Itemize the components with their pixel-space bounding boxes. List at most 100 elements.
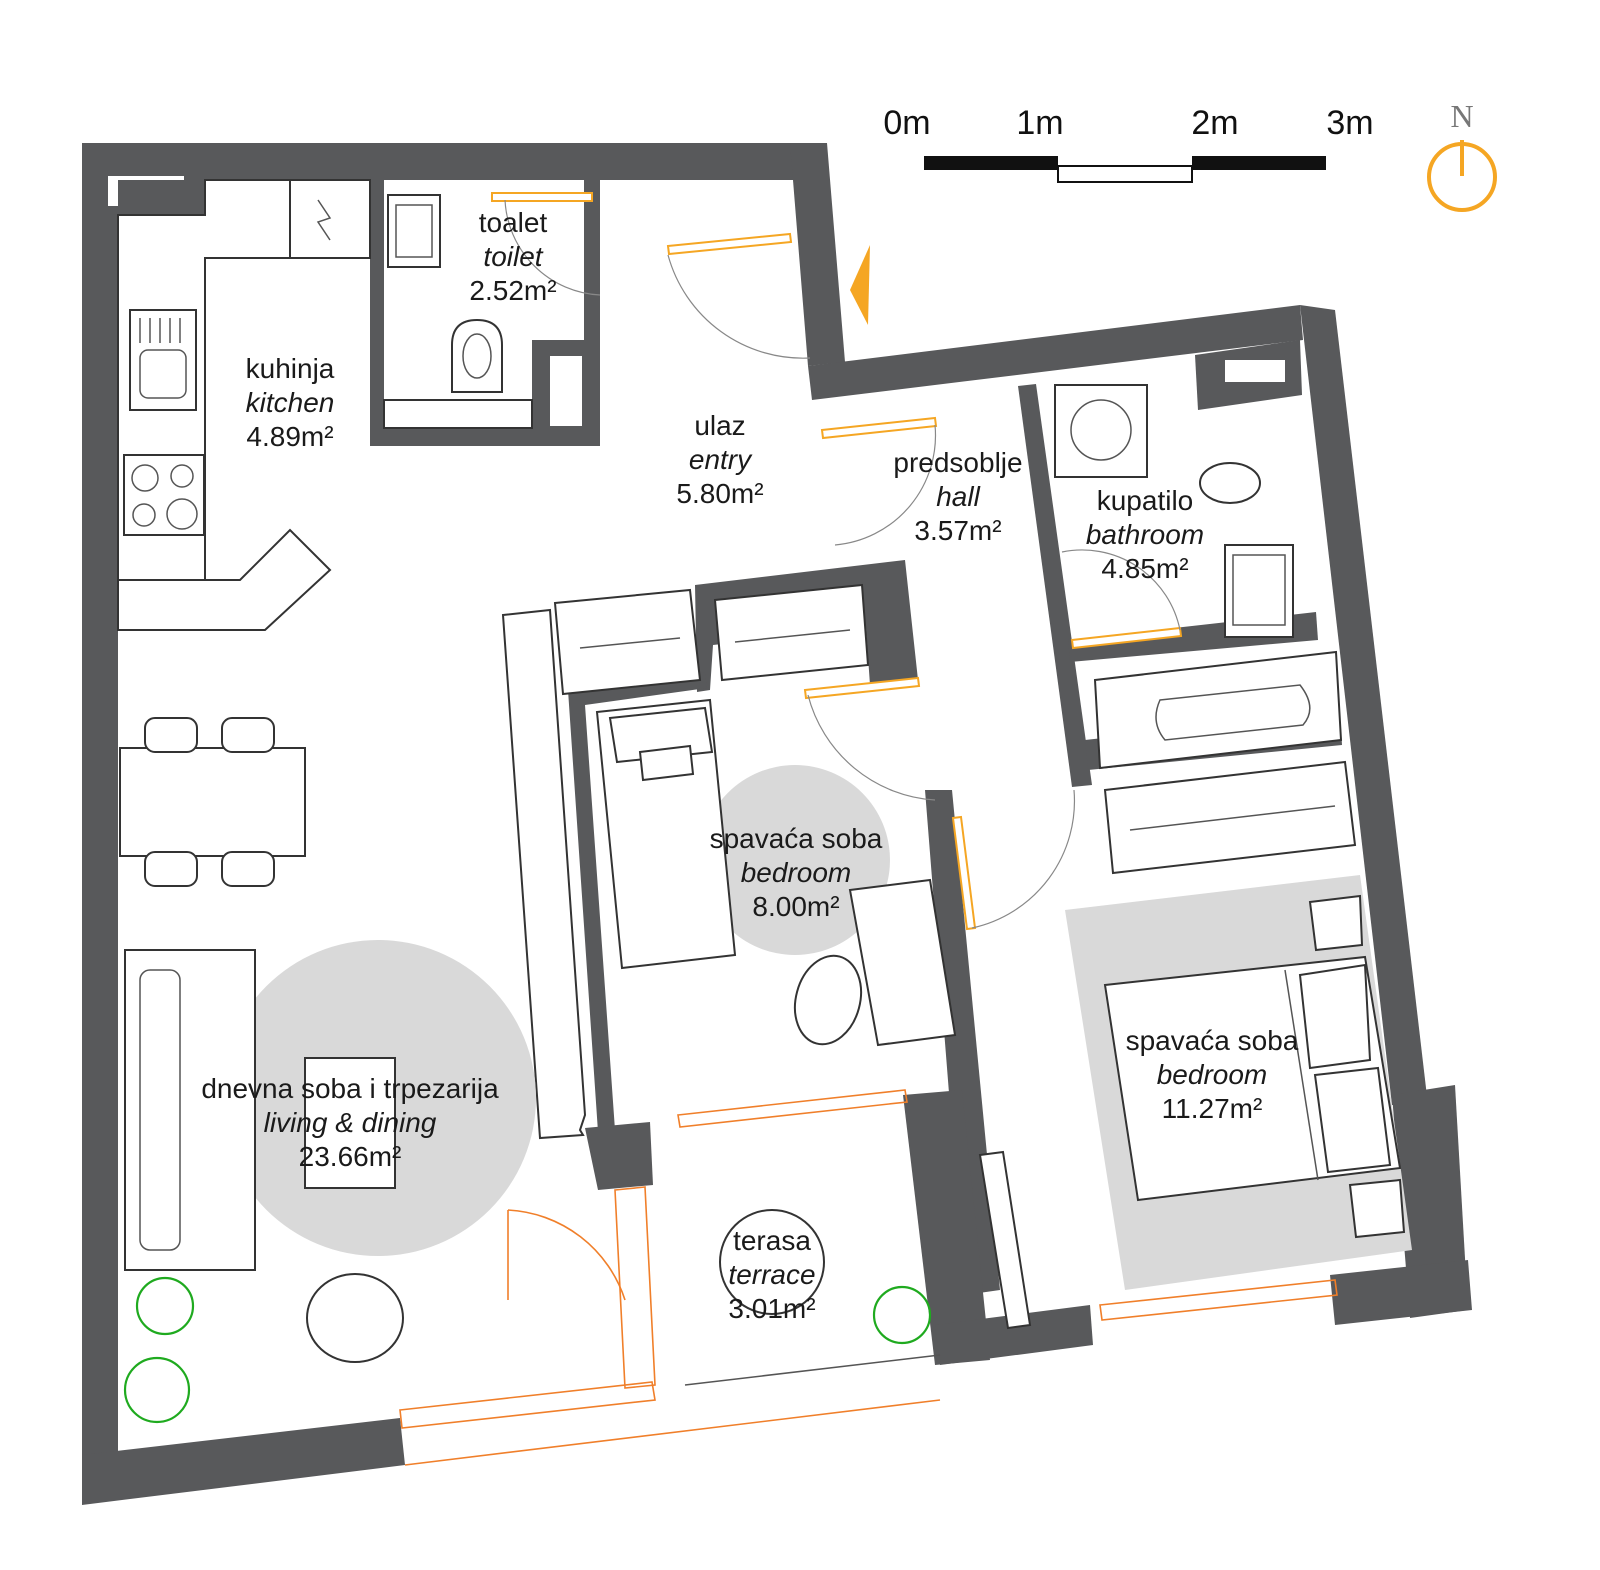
scale-segment: [1057, 165, 1193, 183]
wardrobe-hall-1: [553, 588, 702, 696]
room-area: 8.00m²: [752, 891, 839, 922]
toilet-fixtures: [383, 194, 533, 429]
room-area: 4.89m²: [246, 421, 333, 452]
wall-entry-east: [790, 143, 845, 366]
bed-single: [595, 698, 737, 970]
rug-small: [700, 765, 890, 955]
room-label-entry: ulaz entry 5.80m²: [676, 410, 763, 509]
room-area: 5.80m²: [676, 478, 763, 509]
doors: [491, 192, 1183, 931]
toilet-basin-bowl: [395, 204, 433, 258]
plant-icon: [135, 1276, 195, 1336]
room-name-en: terrace: [728, 1259, 815, 1290]
pillow: [1313, 1066, 1392, 1174]
room-name-en: entry: [689, 444, 753, 475]
scale-label: 2m: [1191, 104, 1238, 142]
bathtub: [1093, 650, 1343, 770]
scale-segment: [1192, 156, 1326, 170]
door-swing-bathroom: [1061, 549, 1181, 631]
wall-mid-north: [808, 305, 1303, 400]
pillow: [1298, 963, 1372, 1070]
wall-south-east: [1330, 1260, 1472, 1325]
room-name-en: hall: [936, 481, 980, 512]
dining-chair: [144, 851, 198, 887]
door-entry: [666, 232, 793, 256]
chair-desk: [793, 954, 863, 1046]
wardrobe-bedroom-east: [978, 1150, 1032, 1330]
room-area: 4.85m²: [1101, 553, 1188, 584]
room-area: 3.57m²: [914, 515, 1001, 546]
washing-machine: [1054, 384, 1148, 478]
dining-chair: [221, 717, 275, 753]
wall-kitchen-corner: [118, 180, 205, 220]
terrace-edge-inner: [684, 1354, 941, 1386]
door-toilet: [491, 192, 593, 202]
wall-north: [82, 143, 827, 180]
room-name-local: terasa: [733, 1225, 811, 1256]
bed-headboard-line: [1284, 969, 1319, 1181]
window-bedroom-small: [677, 1089, 908, 1128]
bathroom-sink: [1224, 544, 1294, 638]
door-swing-bedroom-large: [971, 789, 1076, 929]
room-name-local: kupatilo: [1097, 485, 1194, 516]
plant-icon: [872, 1285, 932, 1345]
window-living: [399, 1381, 656, 1429]
drainer-icon: [139, 318, 181, 343]
door-swing-toilet: [504, 199, 601, 296]
door-bedroom-small: [803, 676, 921, 700]
wall-bedroom-west: [568, 672, 707, 1132]
bidet-icon: [1199, 462, 1261, 504]
lightning-icon: [316, 199, 332, 241]
bar-counter: [117, 528, 332, 631]
coffee-table: [304, 1057, 396, 1189]
wall-terrace-west: [585, 1122, 653, 1190]
dining-chair: [221, 851, 275, 887]
room-name-en: living & dining: [264, 1107, 437, 1138]
room-area: 3.01m²: [728, 1293, 815, 1324]
room-label-kitchen: kuhinja kitchen 4.89m²: [246, 353, 335, 452]
desk: [848, 878, 957, 1047]
wardrobe-rail: [734, 629, 851, 643]
room-label-living: dnevna soba i trpezarija living & dining…: [201, 1073, 499, 1172]
door-swing-hall: [834, 424, 937, 546]
room-label-bedroom-small: spavaća soba bedroom 8.00m²: [710, 823, 883, 922]
terrace: [399, 1089, 1338, 1466]
nightstand: [1348, 1178, 1406, 1239]
wall-terrace-east: [903, 1090, 990, 1365]
plant-icon: [123, 1356, 191, 1424]
scale-segment: [924, 156, 1058, 170]
dining-table: [119, 747, 306, 857]
bathroom-sink-bowl: [1232, 554, 1286, 626]
wardrobe-living: [501, 608, 587, 1140]
wall-bathroom-west: [1018, 384, 1092, 787]
entry-arrow-icon: [850, 245, 870, 325]
room-label-terrace: terasa terrace 3.01m²: [728, 1225, 815, 1324]
room-name-local: spavaća soba: [1126, 1025, 1299, 1056]
room-name-en: bathroom: [1086, 519, 1204, 550]
terrace-edge: [404, 1399, 941, 1466]
room-name-en: bedroom: [741, 857, 852, 888]
door-bathroom: [1070, 626, 1183, 650]
scale-label: 1m: [1016, 104, 1063, 142]
door-swing-terrace: [507, 1209, 626, 1301]
wardrobe-bedroom: [1103, 760, 1357, 875]
washing-machine-drum: [1070, 399, 1132, 461]
bathroom-fixtures: [1054, 384, 1343, 770]
room-name-local: spavaća soba: [710, 823, 883, 854]
scale-label: 3m: [1326, 104, 1373, 142]
room-name-local: toalet: [479, 207, 548, 238]
room-label-toilet: toalet toilet 2.52m²: [469, 207, 556, 306]
door-bedroom-large: [951, 815, 977, 931]
wall-east: [1300, 305, 1428, 1105]
room-name-local: dnevna soba i trpezarija: [201, 1073, 499, 1104]
wall-west: [82, 143, 118, 1460]
room-label-bathroom: kupatilo bathroom 4.85m²: [1086, 485, 1204, 584]
wall-south-west: [82, 1418, 405, 1505]
shaft-void: [550, 356, 582, 426]
exterior-walls: [82, 143, 1472, 1505]
door-hall: [820, 416, 938, 440]
toilet-cistern-shelf: [383, 399, 533, 429]
room-area: 11.27m²: [1162, 1093, 1263, 1124]
room-area: 2.52m²: [469, 275, 556, 306]
